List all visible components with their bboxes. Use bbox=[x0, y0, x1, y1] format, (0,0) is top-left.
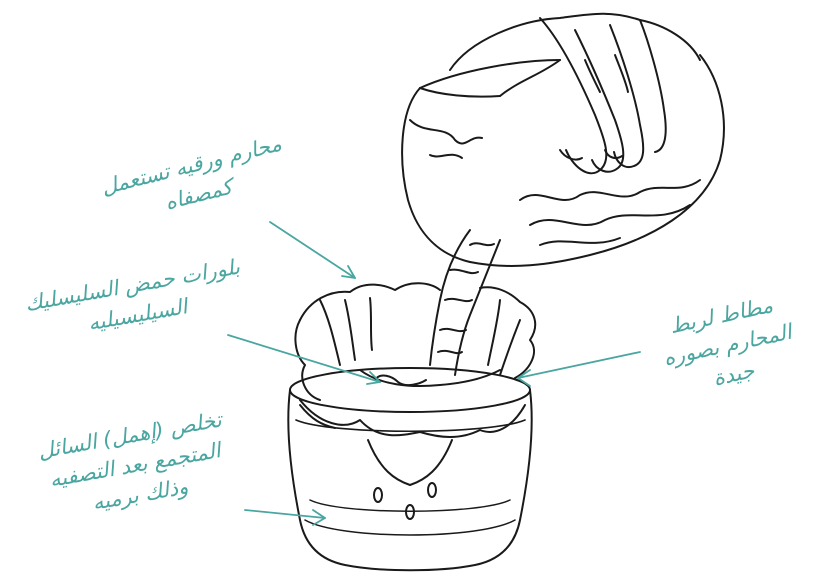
hand-illustration bbox=[450, 14, 700, 174]
jar-illustration bbox=[288, 368, 531, 570]
arrow-band bbox=[518, 352, 640, 378]
arrow-cloth bbox=[270, 222, 355, 278]
annotation-arrows bbox=[228, 222, 640, 525]
beaker-illustration bbox=[402, 55, 724, 266]
filter-paper-illustration bbox=[295, 283, 535, 400]
arrow-crystals bbox=[228, 335, 380, 382]
arrow-discard bbox=[245, 510, 325, 518]
arrow-cloth-head bbox=[342, 266, 355, 278]
